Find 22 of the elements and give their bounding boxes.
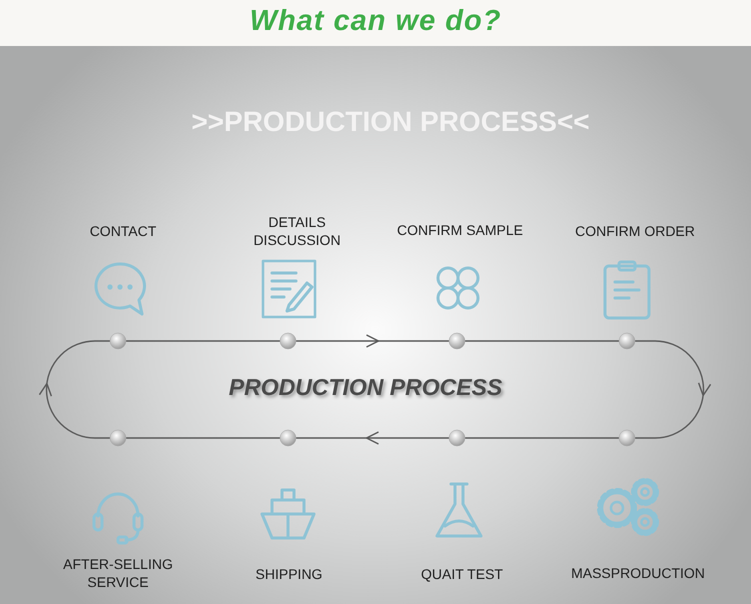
connector-line [126, 340, 280, 342]
step-label: QUAIT TEST [420, 565, 504, 583]
step-label: MASSPRODUCTION [570, 564, 706, 582]
step-label: CONTACT [88, 222, 158, 240]
step-label: AFTER-SELLING SERVICE [62, 555, 174, 591]
connector-line [126, 437, 280, 439]
center-label: PRODUCTION PROCESS [228, 374, 504, 401]
step-dot [448, 430, 466, 446]
connector-line [465, 437, 619, 439]
step-dot [110, 332, 126, 350]
step-label: SHIPPING [254, 565, 324, 583]
step-label: DETAILS DISCUSSION [252, 213, 342, 249]
connector-line [465, 340, 619, 342]
step-dot [448, 332, 466, 350]
step-dot [280, 332, 296, 350]
step-label: CONFIRM ORDER [574, 222, 696, 240]
page-title: What can we do? [248, 5, 502, 38]
step-dot [110, 430, 126, 446]
step-dot [280, 430, 296, 446]
step-dot [618, 430, 636, 446]
step-label: CONFIRM SAMPLE [396, 221, 524, 239]
step-dot [618, 332, 636, 350]
